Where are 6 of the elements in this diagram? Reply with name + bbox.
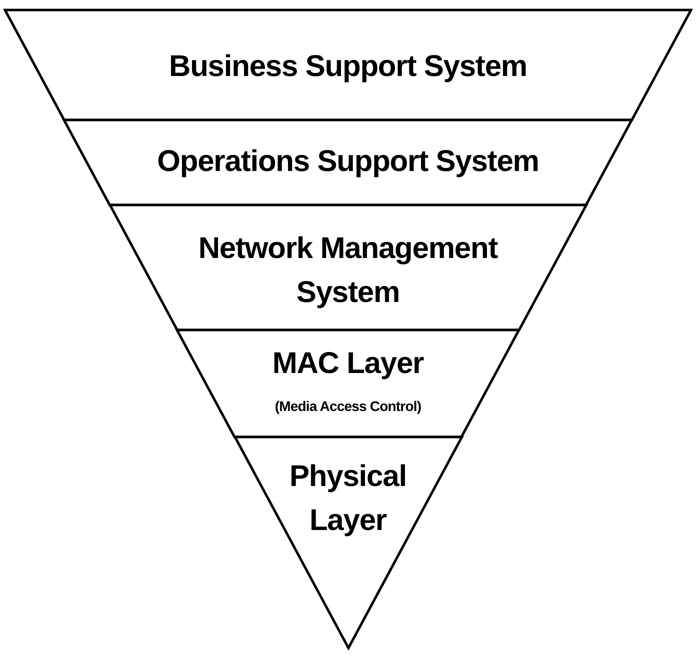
layer-label: Operations Support System <box>156 144 540 180</box>
layer-label: MAC Layer <box>271 346 425 382</box>
layer-label: Network Management System <box>197 231 499 310</box>
layer-label: Business Support System <box>168 49 528 85</box>
layer-label: Physical Layer <box>288 459 408 538</box>
layer-subtitle: (Media Access Control) <box>274 397 422 416</box>
